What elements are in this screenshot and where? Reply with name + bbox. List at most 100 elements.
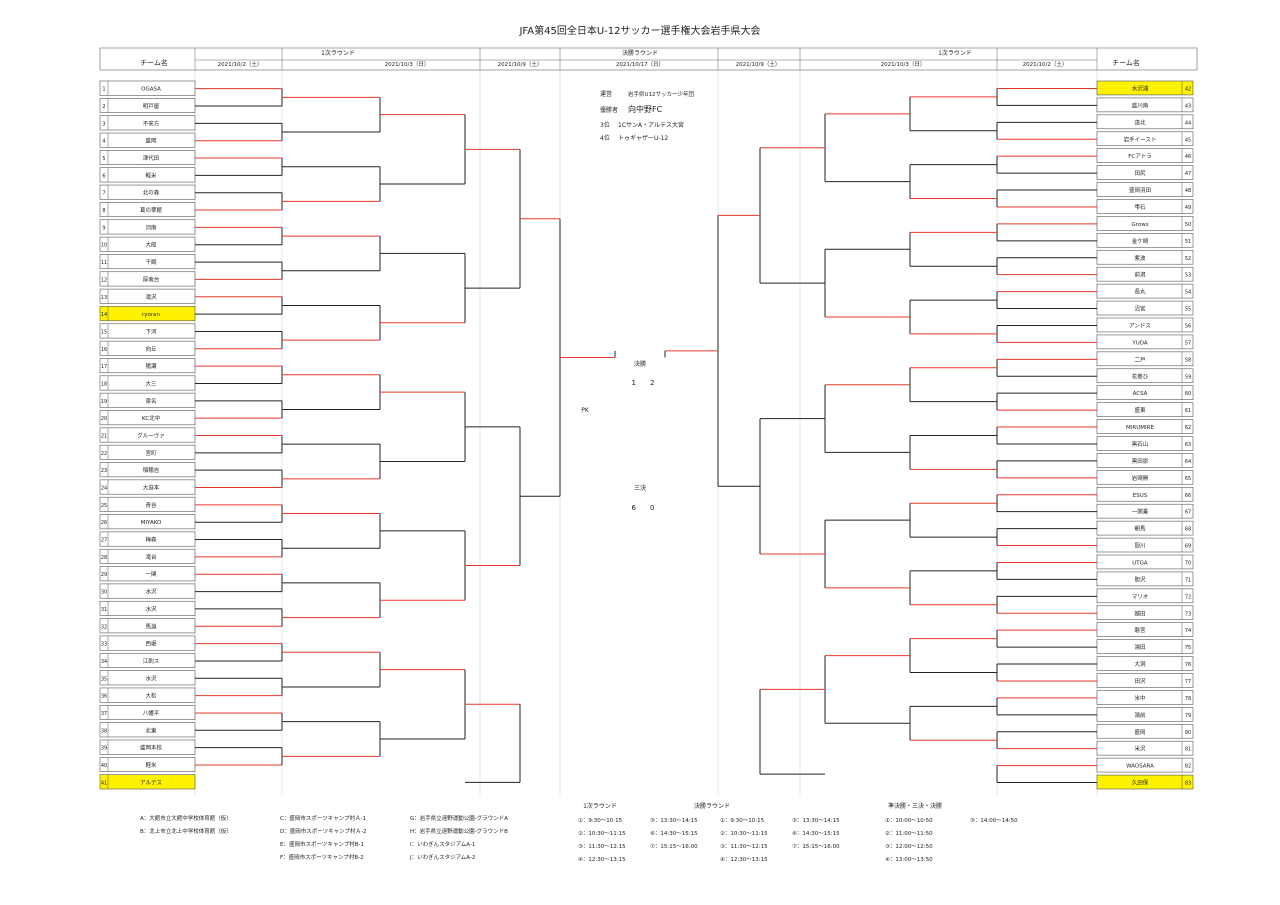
venue-value: 岩手県U12サッカー少年団 <box>628 90 695 98</box>
team-name: MIRUMIRE <box>1126 425 1154 431</box>
team-name: 雫石 <box>1134 204 1146 211</box>
team-name: マリオ <box>1132 593 1149 600</box>
legend-round1-title: 1次ラウンド <box>583 802 617 810</box>
third-place-score: 6 0 <box>632 504 655 512</box>
legend-time: ②：10:30～11:15 <box>578 830 626 837</box>
team-name: 軽米 <box>145 761 157 769</box>
team-name: 岩手イースト <box>1124 135 1157 143</box>
legend-time: ⑦：15:15～16:00 <box>650 843 698 850</box>
team-name: 猪瀬 <box>145 362 157 370</box>
date-header: 2021/10/3（日） <box>385 61 430 68</box>
legend-time: ③：12:00～12:50 <box>885 844 933 850</box>
team-no: 6 <box>102 173 105 179</box>
date-header: 2021/10/3（日） <box>881 61 926 68</box>
team-name: 大洞 <box>1134 660 1146 668</box>
team-no: 32 <box>101 624 107 630</box>
team-no: 15 <box>101 329 107 335</box>
team-no: 19 <box>101 399 107 405</box>
team-no: 37 <box>101 711 107 717</box>
legend-venue: E：盛岡市スポーツキャンプ村B-1 <box>280 840 364 848</box>
team-name: 葛の翠館 <box>140 206 163 214</box>
team-name: 長丸 <box>1134 288 1146 296</box>
team-no: 22 <box>101 451 107 457</box>
team-name: 水沢 <box>145 674 157 682</box>
team-box <box>1096 165 1194 180</box>
team-name: FCアトラ <box>1128 153 1152 160</box>
legend-time: ①：10:00～10:50 <box>885 818 933 824</box>
fourth-value: トゥギャザーU-12 <box>618 135 668 142</box>
team-name: 大松 <box>145 692 157 700</box>
team-no: 63 <box>1185 442 1191 448</box>
team-no: 40 <box>101 763 107 769</box>
legend-venue: G：岩手県立遠野運動公園-グラウンドA <box>410 814 508 822</box>
team-no: 64 <box>1185 459 1191 465</box>
team-no: 12 <box>101 277 107 283</box>
team-name: 田沢 <box>1134 677 1146 685</box>
team-name: 盛岡羽田 <box>1129 186 1151 194</box>
team-name: 朝馬 <box>1134 526 1146 533</box>
team-no: 56 <box>1185 323 1191 329</box>
team-no: 11 <box>101 260 107 266</box>
team-name: 西堀 <box>145 640 157 648</box>
team-no: 13 <box>101 295 107 301</box>
team-name: 沼宮 <box>1134 305 1146 313</box>
team-name: 大船 <box>145 241 157 249</box>
legend-time: ⑦：15:15～16:00 <box>792 843 840 850</box>
team-no: 35 <box>101 676 107 682</box>
team-name: 花巻ひ <box>1132 372 1149 380</box>
team-name: 胆沢 <box>1134 575 1146 583</box>
team-name: ESUS <box>1133 493 1148 499</box>
team-name: アンドス <box>1129 322 1151 329</box>
team-name: 梁名 <box>145 397 156 405</box>
team-no: 5 <box>102 156 105 162</box>
team-name: 滝沢 <box>145 293 157 301</box>
winner-value: 向中野FC <box>628 104 663 114</box>
team-name: 田尻 <box>1134 170 1146 177</box>
team-no: 53 <box>1185 273 1191 279</box>
final-score: 1 2 <box>632 379 655 387</box>
team-name: 向丘 <box>145 345 157 353</box>
legend-time: ③：11:30～12:15 <box>720 844 768 850</box>
team-no: 42 <box>1185 86 1191 92</box>
legend-venue: C：盛岡市スポーツキャンプ村Ａ-1 <box>280 814 366 822</box>
team-no: 83 <box>1185 781 1191 787</box>
team-no: 25 <box>101 503 107 509</box>
team-no: 72 <box>1185 594 1191 600</box>
team-no: 82 <box>1185 764 1191 770</box>
team-name: 盛岡 <box>145 137 157 145</box>
team-no: 46 <box>1185 154 1191 160</box>
team-name: 八幡平 <box>143 709 160 717</box>
team-name: 盛東 <box>1134 406 1146 414</box>
team-name: KC北中 <box>142 414 160 422</box>
legend-time: ①：9:30～10:15 <box>578 818 623 824</box>
legend-time: ④：12:30～13:15 <box>578 857 626 863</box>
date-header: 2021/10/2（土） <box>218 60 263 68</box>
team-name: グルーヴァ <box>137 432 165 440</box>
team-name: 盛岡本校 <box>140 744 163 752</box>
team-box <box>99 132 196 148</box>
team-no: 7 <box>102 191 105 197</box>
team-name: 岩崎開 <box>1132 474 1149 482</box>
team-box <box>1096 148 1194 163</box>
team-name: 金ケ崎 <box>1132 237 1149 245</box>
team-name: アルテス <box>140 779 162 786</box>
team-no: 78 <box>1185 696 1191 702</box>
team-name: MIYAKO <box>141 520 162 526</box>
team-name: WAOSARA <box>1126 764 1154 770</box>
team-name-header-right: チーム名 <box>1112 58 1140 67</box>
team-no: 14 <box>101 312 107 318</box>
team-no: 61 <box>1185 408 1191 414</box>
date-header: 2021/10/9（土） <box>736 60 781 68</box>
team-no: 60 <box>1185 391 1191 397</box>
team-no: 10 <box>101 243 107 249</box>
round1-header-right: 1次ラウンド <box>938 49 972 57</box>
team-no: 30 <box>101 590 107 596</box>
team-name: 湯田 <box>1134 643 1145 651</box>
round1-header-left: 1次ラウンド <box>321 49 355 57</box>
team-no: 49 <box>1185 205 1191 211</box>
team-name: 水沢 <box>145 605 157 613</box>
team-no: 67 <box>1185 510 1191 516</box>
team-name: 盛川南 <box>1132 101 1149 109</box>
team-name: 大迫本 <box>143 484 160 492</box>
team-no: 17 <box>101 364 107 370</box>
